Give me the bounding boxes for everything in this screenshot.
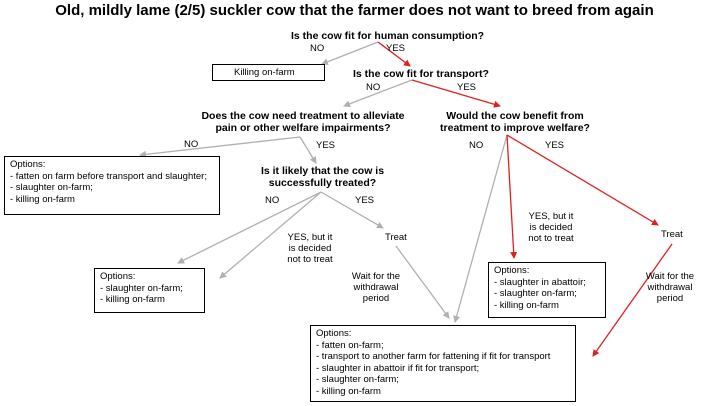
arrow-treat-wait [395,245,450,319]
options-heading: Options: [10,159,46,170]
list-item: - killing on-farm [494,299,559,311]
options-box-left: Options: - fatten on farm before transpo… [4,156,220,215]
label-q2-yes: YES [457,82,477,93]
list-item: - slaughter in abattoir; [494,276,586,288]
label-q5-yes: YES [355,195,375,206]
list-item: - slaughter on-farm; [100,282,183,294]
list-item: - slaughter in abattoir if fit for trans… [316,362,480,374]
list-item: - slaughter on-farm; [316,374,399,386]
question-need-treatment-line2: pain or other welfare impairments? [215,122,391,135]
label-q1-yes: YES [386,43,406,54]
question-successfully-treated-line2: successfully treated? [268,177,377,190]
arrow-treat-wait-red [592,243,673,357]
arrow-q3-yes [299,136,317,164]
question-benefit-treatment-line2: treatment to improve welfare? [440,122,590,135]
label-q3-yes: YES [316,140,336,151]
arrow-q5-yes-but [219,191,322,279]
list-item: - killing on-farm [100,294,165,306]
question-fit-transport: Is the cow fit for transport? [353,68,489,80]
label-wait-withdrawal-right: Wait for the withdrawal period [645,271,695,304]
killing-on-farm-text: Killing on-farm [234,67,295,78]
label-q4-no: NO [469,140,484,151]
question-benefit-treatment-line1: Would the cow benefit from [446,110,584,122]
label-q2-no: NO [366,82,381,93]
question-successfully-treated-line1: Is it likely that the cow is [260,165,385,177]
label-q5-yes-but-not-treat: YES, but it is decided not to treat [287,232,333,265]
options-box-bottom: Options: - fatten on-farm; - transport t… [310,325,576,402]
list-item: - fatten on farm before transport and sl… [10,170,207,182]
arrow-q5-treat [320,191,384,229]
label-wait-withdrawal-left: Wait for the withdrawal period [351,271,401,304]
label-q4-yes-but-not-treat: YES, but it is decided not to treat [528,211,574,244]
arrow-q2-no [343,79,413,108]
arrow-q2-yes [411,79,501,108]
label-treat-left: Treat [385,232,407,243]
diagram-title: Old, mildly lame (2/5) suckler cow that … [55,2,654,19]
list-item: - transport to another farm for fattenin… [316,351,551,363]
list-item: - killing on-farm [10,193,75,205]
options-heading: Options: [316,328,352,339]
arrow-q4-treat [506,134,659,226]
list-item: - killing on-farm [316,385,381,397]
options-box-middle: Options: - slaughter on-farm; - killing … [94,268,205,313]
label-q4-yes: YES [545,140,565,151]
list-item: - fatten on-farm; [316,339,384,351]
question-successfully-treated: Is it likely that the cow is successfull… [240,165,405,189]
arrow-q1-no [321,41,379,66]
label-q3-no: NO [184,139,199,150]
list-item: - slaughter on-farm; [494,288,577,300]
arrow-q3-no [139,136,301,158]
killing-on-farm-box: Killing on-farm [212,64,325,81]
options-heading: Options: [100,271,136,282]
arrow-q4-no [453,134,508,323]
question-need-treatment: Does the cow need treatment to alleviate… [198,110,408,134]
question-benefit-treatment: Would the cow benefit from treatment to … [440,110,590,134]
arrow-q5-no [177,191,322,264]
question-fit-human-consumption: Is the cow fit for human consumption? [291,30,485,42]
options-box-right: Options: - slaughter in abattoir; - slau… [488,262,606,318]
list-item: - slaughter on-farm; [10,182,93,194]
question-need-treatment-line1: Does the cow need treatment to alleviate [201,110,405,122]
label-q1-no: NO [310,43,325,54]
label-treat-right: Treat [661,229,683,240]
arrow-q1-yes [377,41,411,67]
options-heading: Options: [494,265,530,276]
arrow-q4-yes-but [506,134,518,259]
label-q5-no: NO [265,195,280,206]
